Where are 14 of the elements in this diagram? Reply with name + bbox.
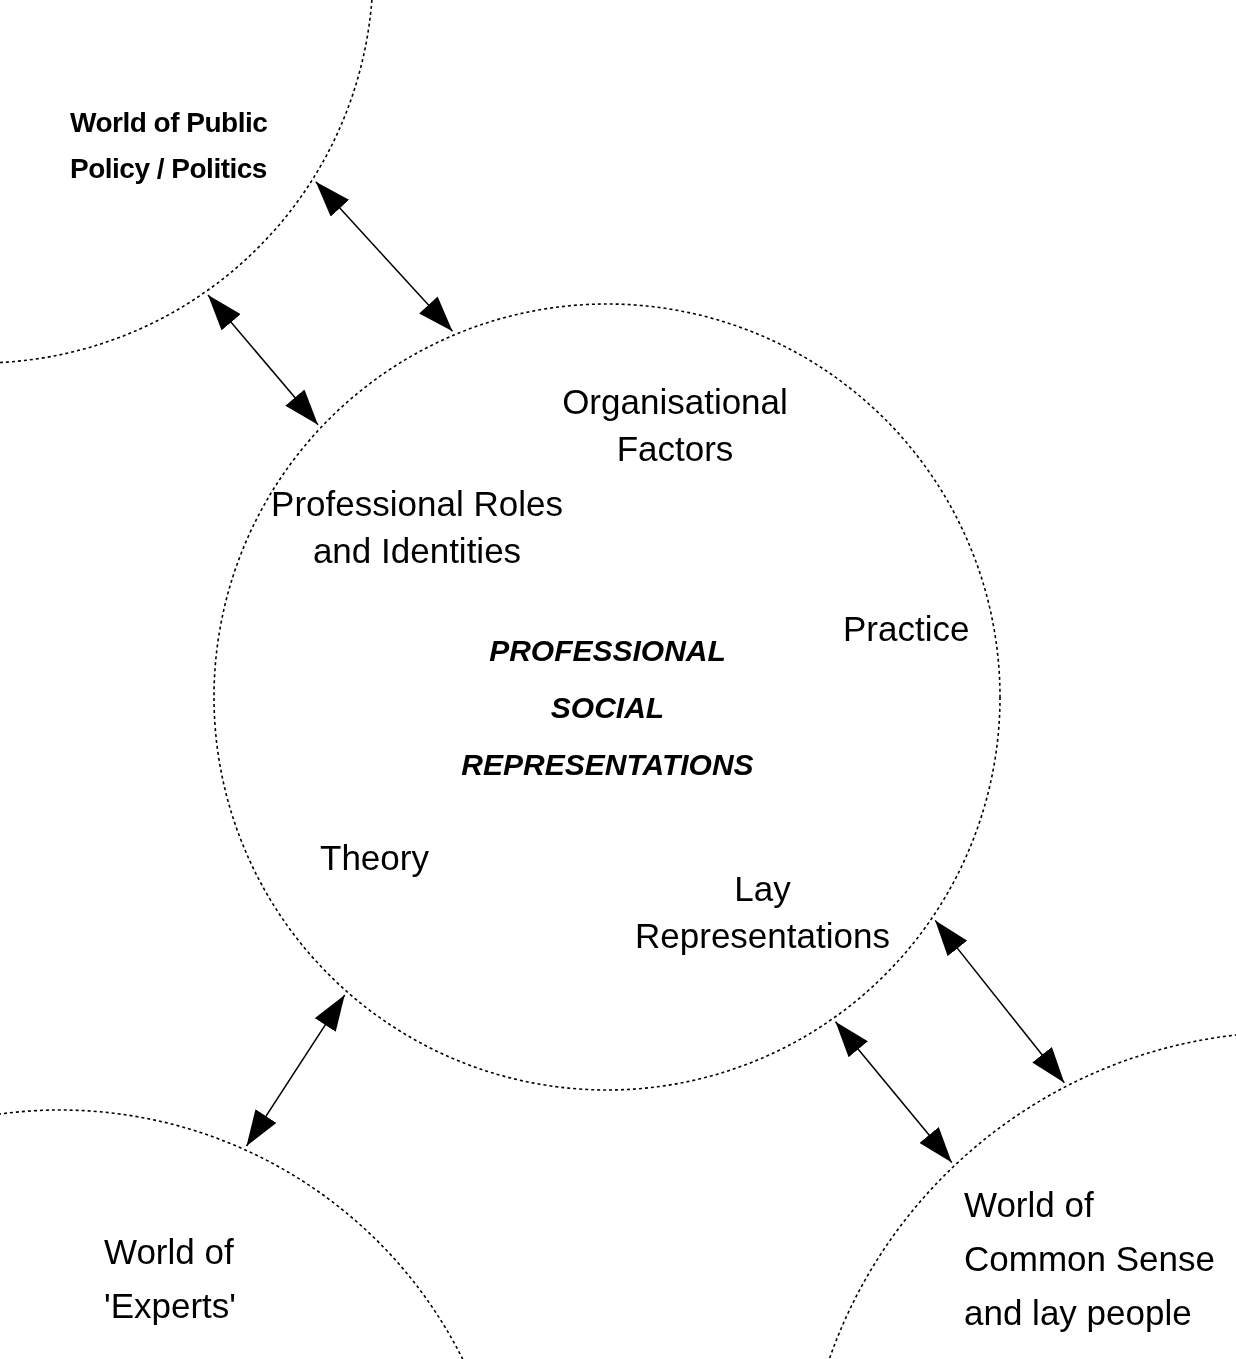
circle-label: Organisational Factors <box>561 381 789 470</box>
double-headed-arrow <box>934 919 1066 1084</box>
circle-label: World of Common Sense and lay people <box>964 1184 1216 1334</box>
circle-label: Theory <box>320 837 430 879</box>
circle-label: Practice <box>843 608 971 650</box>
circle-label: World of Public Policy / Politics <box>70 106 269 186</box>
double-headed-arrow <box>207 294 319 426</box>
double-headed-arrow <box>245 994 346 1147</box>
circle-label: World of 'Experts' <box>104 1231 238 1327</box>
double-headed-arrow <box>315 181 454 333</box>
circle-title: PROFESSIONAL SOCIAL REPRESENTATIONS <box>460 633 755 783</box>
circle-label: Lay Representations <box>634 868 891 957</box>
circle-label: Professional Roles and Identities <box>270 483 564 572</box>
double-headed-arrow <box>834 1020 953 1164</box>
